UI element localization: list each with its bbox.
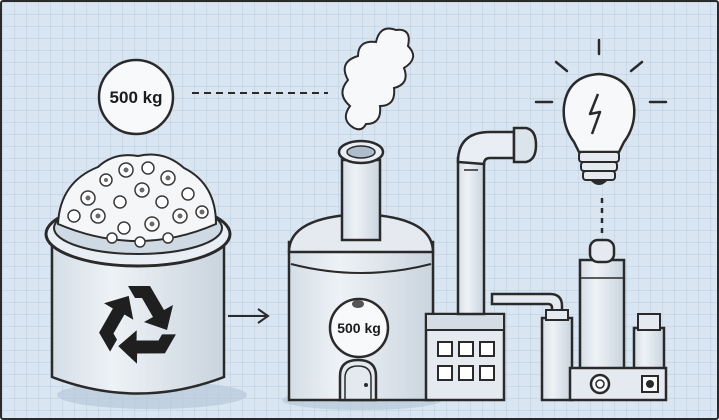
furnace: 500 kg: [282, 27, 442, 410]
weight-label-left: 500 kg: [110, 88, 163, 107]
waste-pile: [56, 153, 218, 248]
lightbulb-icon: [534, 38, 668, 185]
lightning-bolt-icon: [588, 93, 602, 135]
exhaust-pipe: [456, 126, 538, 316]
generator-unit: [540, 238, 668, 402]
smoke-cloud: [341, 27, 415, 131]
weight-label-furnace: 500 kg: [337, 320, 381, 336]
power-plant-building: [424, 312, 506, 402]
weight-badge-furnace: 500 kg: [328, 297, 390, 359]
flow-arrow: [228, 308, 270, 324]
waste-bin: [44, 153, 247, 409]
furnace-door: [338, 358, 378, 402]
weight-badge-left: 500 kg: [97, 58, 175, 136]
recycle-icon: [99, 286, 176, 364]
